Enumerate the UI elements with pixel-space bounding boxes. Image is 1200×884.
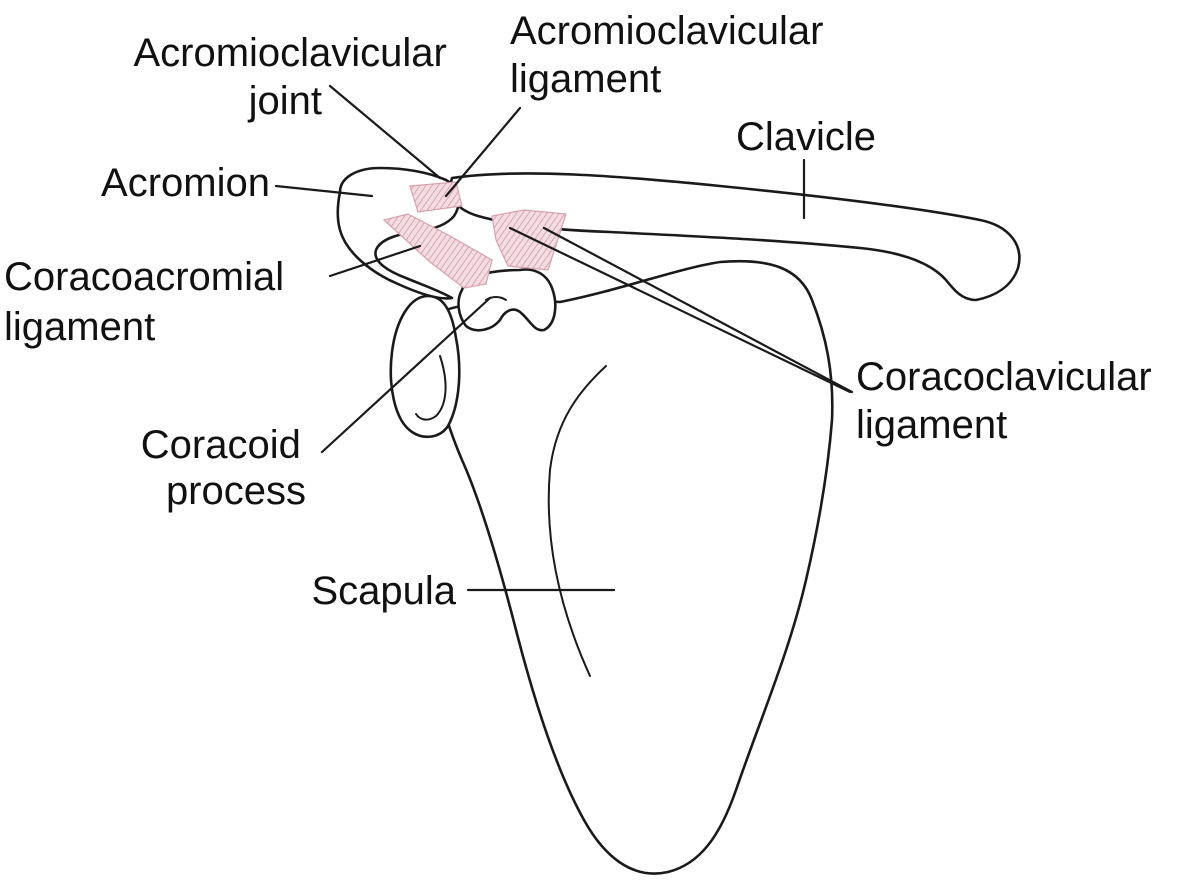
scapula-spine-line [547, 365, 607, 677]
label-coracoacromial-ligament: Coracoacromial ligament [4, 255, 295, 349]
label-acromioclavicular-ligament: Acromioclavicular ligament [510, 9, 835, 101]
label-acromioclavicular-joint: Acromioclavicular joint [133, 31, 458, 123]
label-acromion: Acromion [101, 161, 270, 205]
leader-acromion [274, 184, 374, 198]
leader-coracoid-process [320, 296, 492, 454]
label-coracoclavicular-ligament: Coracoclavicular ligament [856, 355, 1163, 447]
coracoacromial-ligament-hatch [384, 214, 492, 288]
leader-coracoacromial-ligament [328, 244, 422, 278]
acromioclavicular-ligament-hatch [410, 182, 462, 212]
label-coracoid-process: Coracoid process [141, 423, 312, 513]
glenoid-inner-line [415, 355, 447, 421]
leader-acromioclavicular-ligament [444, 106, 522, 198]
leader-coracoclavicular-ligament-1 [508, 226, 852, 394]
label-clavicle: Clavicle [736, 115, 876, 159]
leader-acromioclavicular-joint [328, 84, 442, 180]
clavicle-shape [449, 172, 1021, 302]
leader-coracoclavicular-ligament-2 [542, 226, 854, 394]
glenoid-cavity [389, 294, 461, 439]
label-scapula: Scapula [311, 569, 456, 613]
coracoclavicular-ligament-hatch [492, 210, 566, 270]
scapula-shape [432, 259, 834, 875]
